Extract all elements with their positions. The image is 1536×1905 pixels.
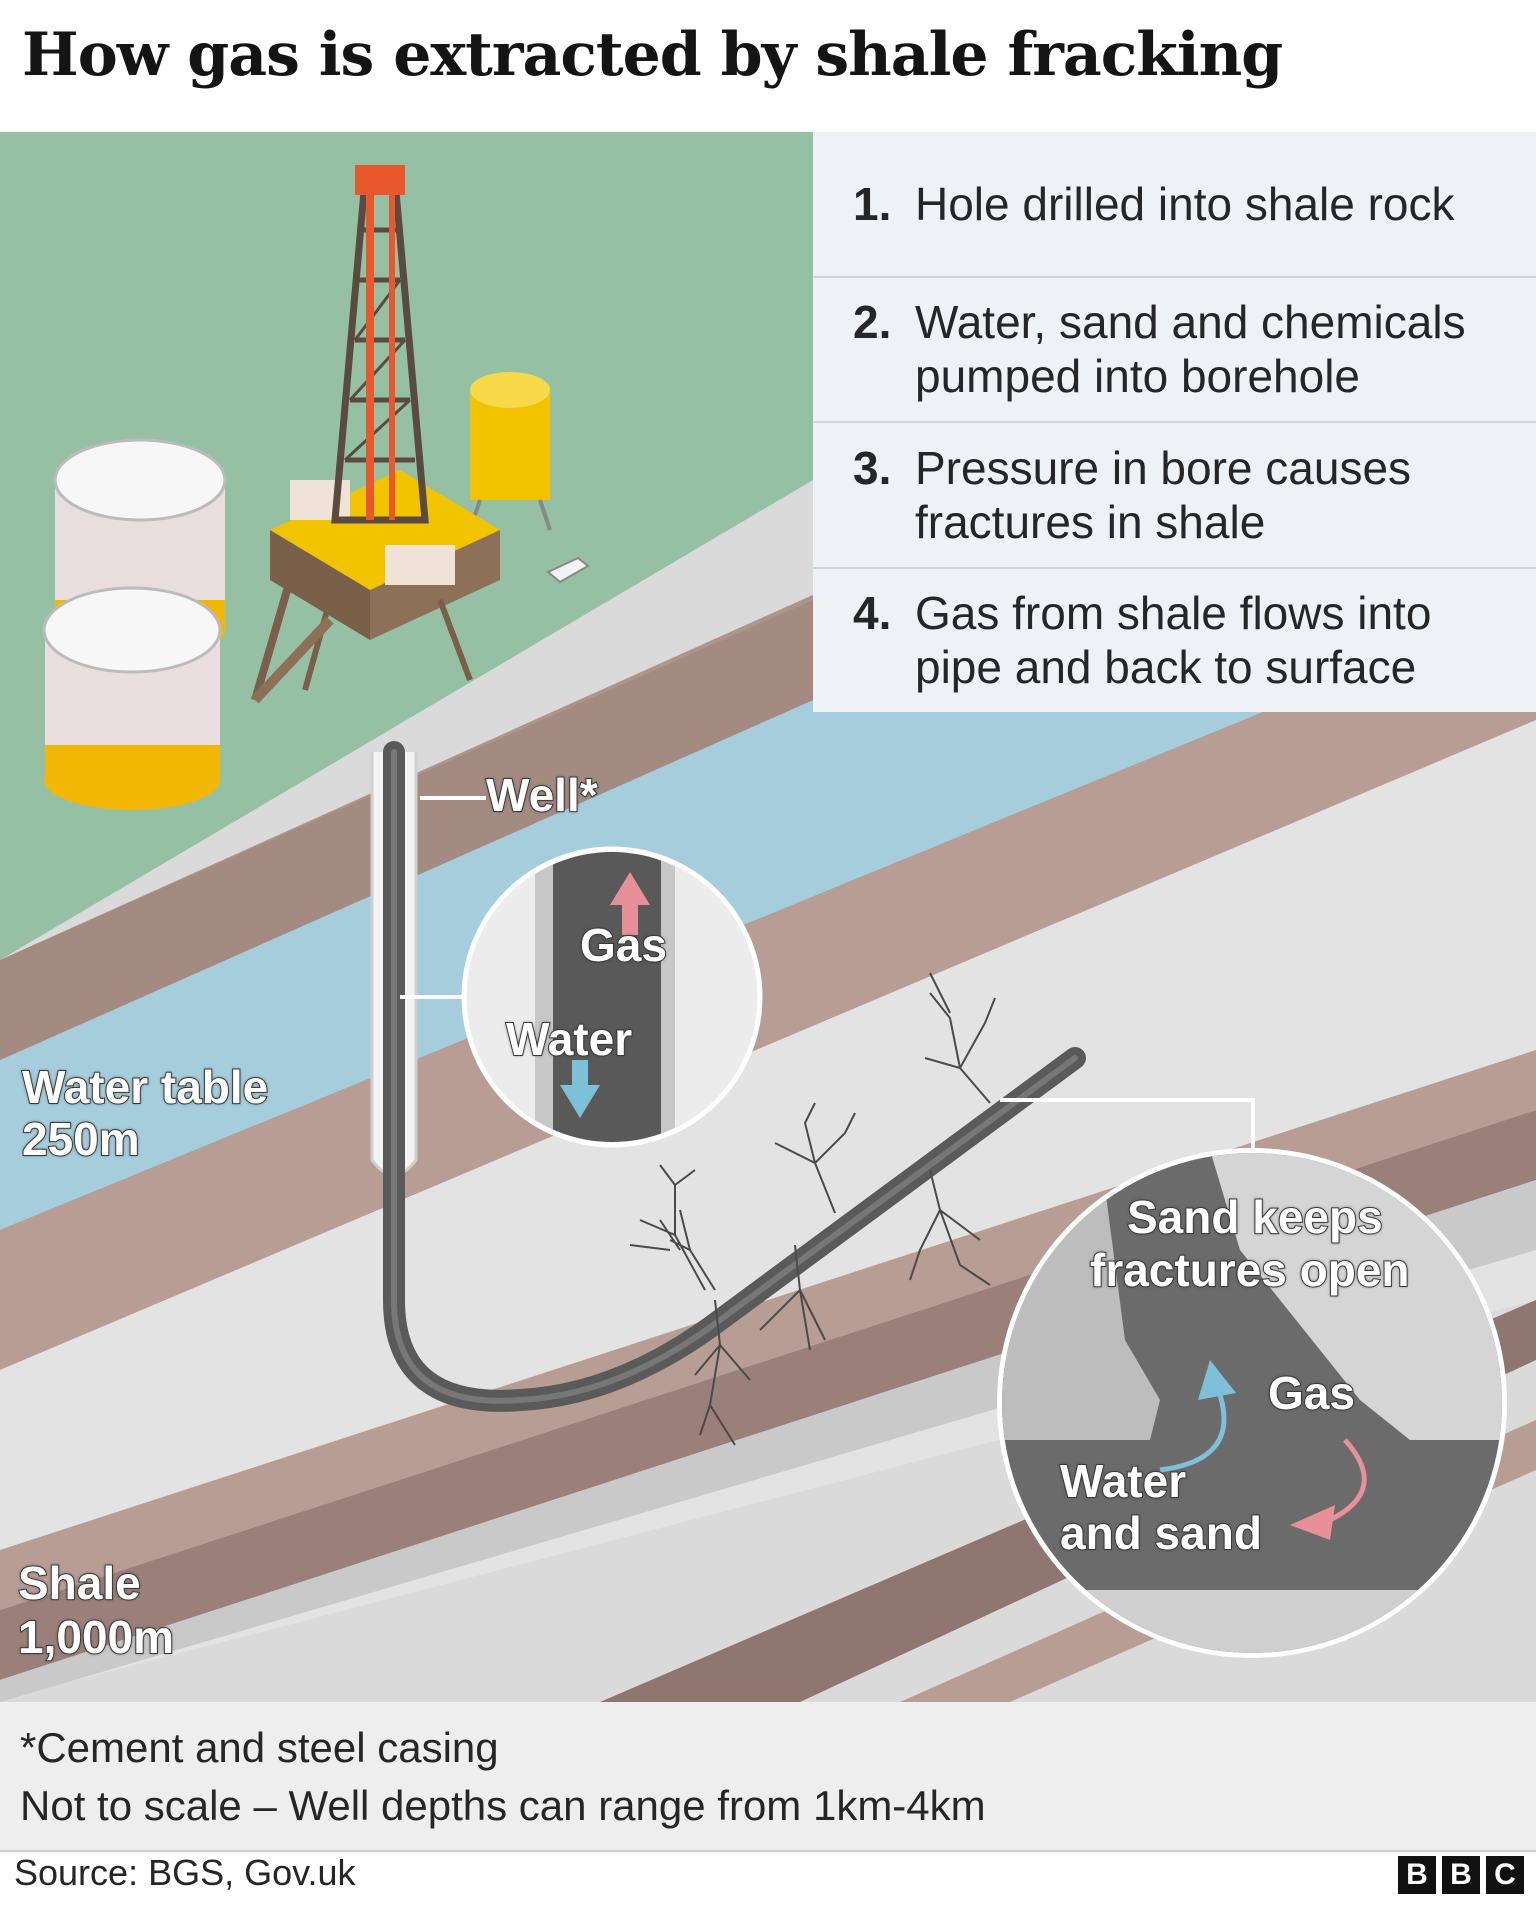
gas-arrow-up [610,872,650,935]
footnote-scale: Not to scale – Well depths can range fro… [20,1782,986,1829]
gas-label-bottom: Gas [1267,1366,1356,1420]
water-table-depth: 250m [21,1112,141,1166]
drilling-rig [251,165,500,704]
zoom-well [461,846,763,1148]
storage-tank-left-bottom [42,586,222,810]
well-leader-line [420,796,486,800]
step-number: 2. [853,296,892,349]
water-sand-label-line1: Water [1059,1454,1187,1508]
shale-depth: 1,000m [17,1610,175,1664]
step-2: 2. Water, sand and chemicals pumped into … [813,278,1536,423]
shale-label: Shale [17,1556,142,1610]
logo-letter: B [1398,1856,1436,1894]
step-number: 1. [853,177,892,230]
step-text: Hole drilled into shale rock [915,177,1455,230]
step-4: 4. Gas from shale flows into pipe and bac… [813,569,1536,713]
gas-label-top: Gas [579,918,668,972]
logo-letter: C [1486,1856,1524,1894]
water-label-top: Water [505,1012,633,1066]
fractures [629,972,996,1446]
gas-flow-arrow [1328,1438,1367,1523]
storage-tank-yellow [468,372,552,531]
source-credit: Source: BGS, Gov.uk [14,1852,356,1893]
water-arrow-down [560,1060,600,1118]
step-1: 1. Hole drilled into shale rock [813,132,1536,278]
step-text: Gas from shale flows into pipe and back … [915,587,1432,694]
sand-label-line2: fractures open [1089,1243,1411,1297]
zoom2-connector [1000,1098,1255,1153]
zoom-fracture [997,1148,1507,1658]
step-text: Pressure in bore causes fractures in sha… [915,441,1412,548]
logo-letter: B [1442,1856,1480,1894]
page-title: How gas is extracted by shale fracking [22,20,1283,90]
bbc-logo: B B C [1398,1856,1524,1894]
step-number: 4. [853,587,892,640]
water-flow-arrow [1159,1394,1227,1473]
sand-label-line1: Sand keeps [1126,1190,1384,1244]
vehicle [546,556,590,584]
water-sand-label-line2: and sand [1059,1506,1263,1560]
water-table-label: Water table [21,1060,269,1114]
divider [0,1850,1536,1852]
step-3: 3. Pressure in bore causes fractures in s… [813,423,1536,569]
step-text: Water, sand and chemicals pumped into bo… [915,296,1466,403]
step-number: 3. [853,441,892,494]
steps-panel: 1. Hole drilled into shale rock 2. Water, … [813,132,1536,712]
footnotes: *Cement and steel casing Not to scale – … [0,1702,1536,1850]
footnote-casing: *Cement and steel casing [20,1724,499,1771]
well-label: Well* [485,768,599,822]
